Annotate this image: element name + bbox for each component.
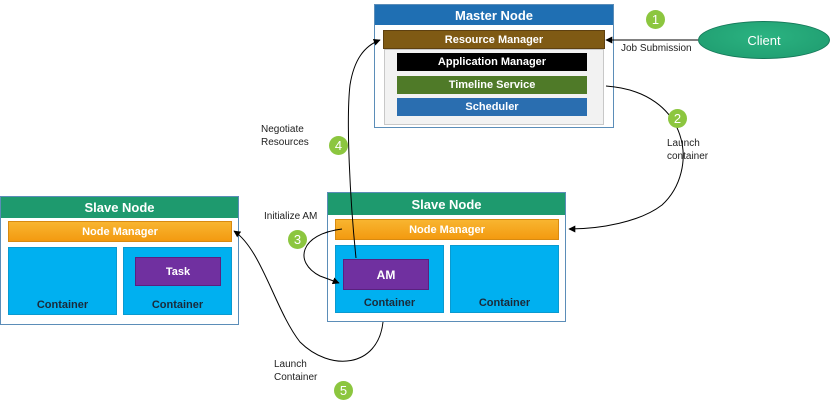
node-manager-right: Node Manager	[335, 219, 559, 240]
step-3-label: Initialize AM	[264, 211, 318, 222]
step-4-badge: 4	[329, 136, 348, 155]
slave-node-right: Slave Node Node Manager Container Contai…	[327, 192, 566, 322]
task-box: Task	[135, 257, 221, 286]
client-label: Client	[747, 32, 781, 48]
scheduler: Scheduler	[397, 98, 587, 116]
master-node-title: Master Node	[375, 5, 613, 25]
step-2-label: Launch container	[667, 138, 709, 162]
application-manager: Application Manager	[397, 53, 587, 71]
am-box: AM	[343, 259, 429, 290]
timeline-service: Timeline Service	[397, 76, 587, 94]
step-2-badge: 2	[668, 109, 687, 128]
client-node: Client	[698, 21, 830, 59]
node-manager-left: Node Manager	[8, 221, 232, 242]
step-3-badge: 3	[288, 230, 307, 249]
step-5-label: Launch Container	[274, 359, 318, 383]
resource-manager: Resource Manager	[383, 30, 605, 49]
step-1-badge: 1	[646, 10, 665, 29]
slave-node-left-title: Slave Node	[1, 197, 238, 218]
slave-node-right-title: Slave Node	[328, 193, 565, 215]
step-1-label: Job Submission	[621, 43, 692, 54]
slave-node-left: Slave Node Node Manager Container Contai…	[0, 196, 239, 325]
container-left-1: Container	[8, 247, 117, 315]
step-4-label: Negotiate Resources	[261, 124, 309, 148]
master-node: Master Node Resource Manager Application…	[374, 4, 614, 128]
step-5-badge: 5	[334, 381, 353, 400]
container-right-2: Container	[450, 245, 559, 313]
